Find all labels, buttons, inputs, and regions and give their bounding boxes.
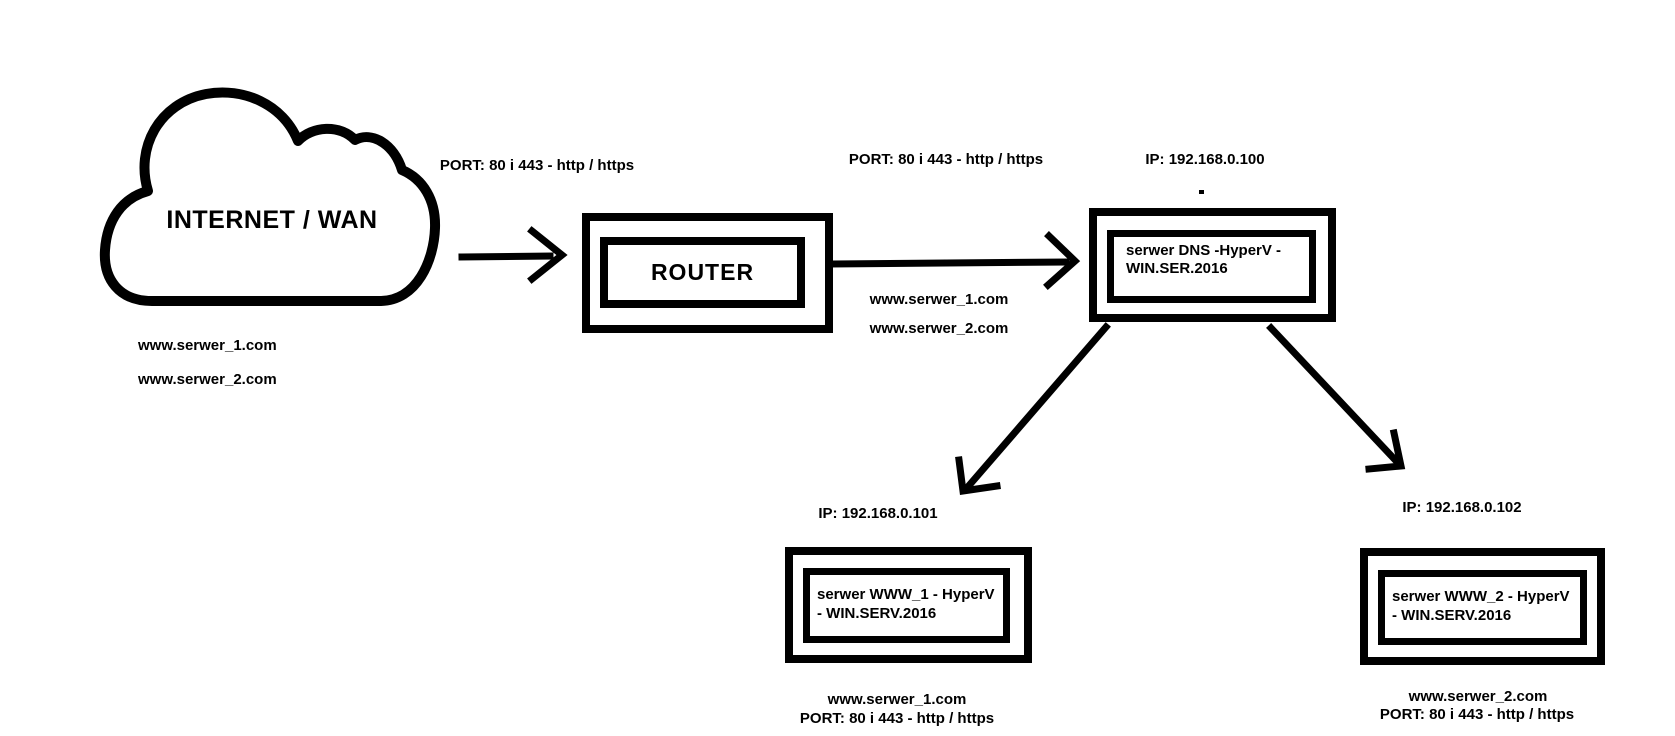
cloud-domain-2: www.serwer_2.com <box>138 371 277 388</box>
www1-name-line1: serwer WWW_1 - HyperV <box>817 586 995 603</box>
www1-name-line2: - WIN.SERV.2016 <box>817 605 937 622</box>
arrow-dns-to-www2 <box>1266 323 1406 473</box>
wan-port-label: PORT: 80 i 443 - http / https <box>439 157 635 174</box>
dns-name-line2: WIN.SER.2016 <box>1126 260 1228 277</box>
dns-ip-label: IP: 192.168.0.100 <box>1145 151 1265 168</box>
dns-server-box: serwer DNS -HyperV - WIN.SER.2016 <box>1089 208 1336 322</box>
arrow-cloud-to-router <box>458 226 568 284</box>
stray-dot <box>1199 190 1204 194</box>
www2-domain-label: www.serwer_2.com <box>1408 688 1548 705</box>
www1-server-box: serwer WWW_1 - HyperV - WIN.SERV.2016 <box>785 547 1032 663</box>
www2-server-box: serwer WWW_2 - HyperV - WIN.SERV.2016 <box>1360 548 1605 665</box>
www2-name-line2: - WIN.SERV.2016 <box>1392 607 1512 624</box>
router-inner-box: ROUTER <box>600 237 805 308</box>
router-label: ROUTER <box>650 259 755 285</box>
dns-name-line1: serwer DNS -HyperV - <box>1126 242 1282 259</box>
www1-server-inner-box: serwer WWW_1 - HyperV - WIN.SERV.2016 <box>803 568 1010 643</box>
arrow-dns-to-www1 <box>955 322 1111 495</box>
www2-port-label: PORT: 80 i 443 - http / https <box>1379 706 1575 723</box>
cloud-domain-1: www.serwer_1.com <box>138 337 277 354</box>
arrow-router-to-dns <box>829 231 1081 290</box>
www1-domain-label: www.serwer_1.com <box>827 691 967 708</box>
internet-cloud-shape <box>99 87 441 306</box>
www1-port-label: PORT: 80 i 443 - http / https <box>799 710 995 727</box>
link-domain-1: www.serwer_1.com <box>869 291 1009 308</box>
www1-ip-label: IP: 192.168.0.101 <box>818 505 938 522</box>
router-dns-port-label: PORT: 80 i 443 - http / https <box>848 151 1044 168</box>
link-domain-2: www.serwer_2.com <box>869 320 1009 337</box>
www2-server-inner-box: serwer WWW_2 - HyperV - WIN.SERV.2016 <box>1378 570 1587 645</box>
www2-name-line1: serwer WWW_2 - HyperV <box>1392 588 1570 605</box>
cloud-label: INTERNET / WAN <box>166 206 378 234</box>
www2-ip-label: IP: 192.168.0.102 <box>1402 499 1522 516</box>
router-box: ROUTER <box>582 213 833 333</box>
dns-server-inner-box: serwer DNS -HyperV - WIN.SER.2016 <box>1107 230 1316 303</box>
